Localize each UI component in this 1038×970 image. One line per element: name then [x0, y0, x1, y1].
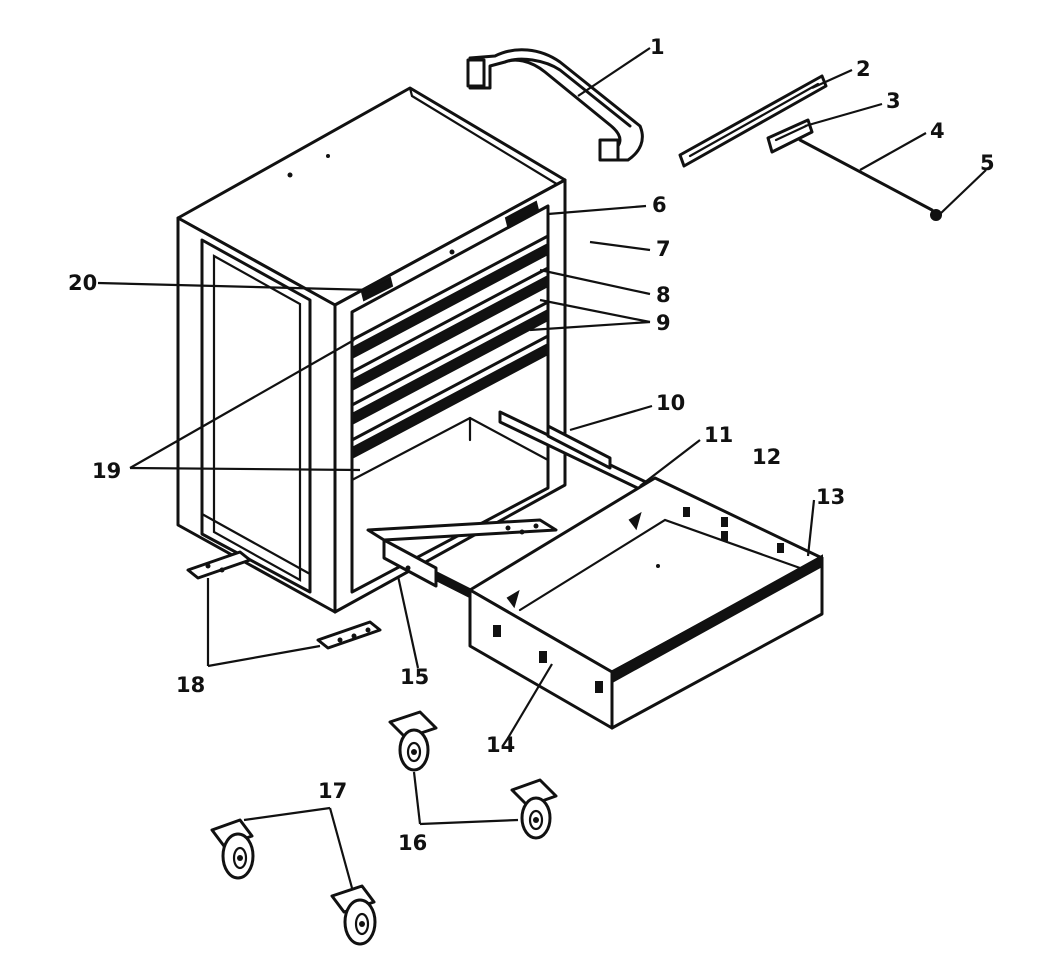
lock-bracket-part — [766, 118, 814, 154]
callout-19: 19 — [92, 459, 121, 483]
callout-5: 5 — [980, 151, 995, 175]
caster-17-a — [210, 818, 255, 880]
callout-3: 3 — [886, 89, 901, 113]
callout-15: 15 — [400, 665, 429, 689]
top-rail-part — [678, 74, 828, 168]
callout-10: 10 — [656, 391, 685, 415]
drawer-part — [468, 476, 824, 730]
caster-16-a — [388, 710, 438, 772]
nut-part — [930, 209, 942, 221]
callout-1: 1 — [650, 35, 665, 59]
callout-16: 16 — [398, 831, 427, 855]
callout-12: 12 — [752, 445, 781, 469]
lock-rod-part — [798, 138, 934, 212]
callout-9: 9 — [656, 311, 671, 335]
callout-18: 18 — [176, 673, 205, 697]
callout-6: 6 — [652, 193, 667, 217]
callout-7: 7 — [656, 237, 671, 261]
callout-13: 13 — [816, 485, 845, 509]
callout-2: 2 — [856, 57, 871, 81]
caster-17-b — [330, 884, 377, 946]
leader-lines — [97, 47, 987, 889]
callout-17: 17 — [318, 779, 347, 803]
callout-11: 11 — [704, 423, 733, 447]
callout-8: 8 — [656, 283, 671, 307]
caster-16-b — [510, 778, 558, 840]
handle-part — [466, 48, 644, 162]
cabinet-body — [176, 86, 567, 650]
callout-14: 14 — [486, 733, 515, 757]
callout-4: 4 — [930, 119, 945, 143]
callout-20: 20 — [68, 271, 97, 295]
callout-labels: 1 2 3 4 5 6 7 8 9 10 11 12 13 14 15 16 1… — [68, 35, 995, 855]
